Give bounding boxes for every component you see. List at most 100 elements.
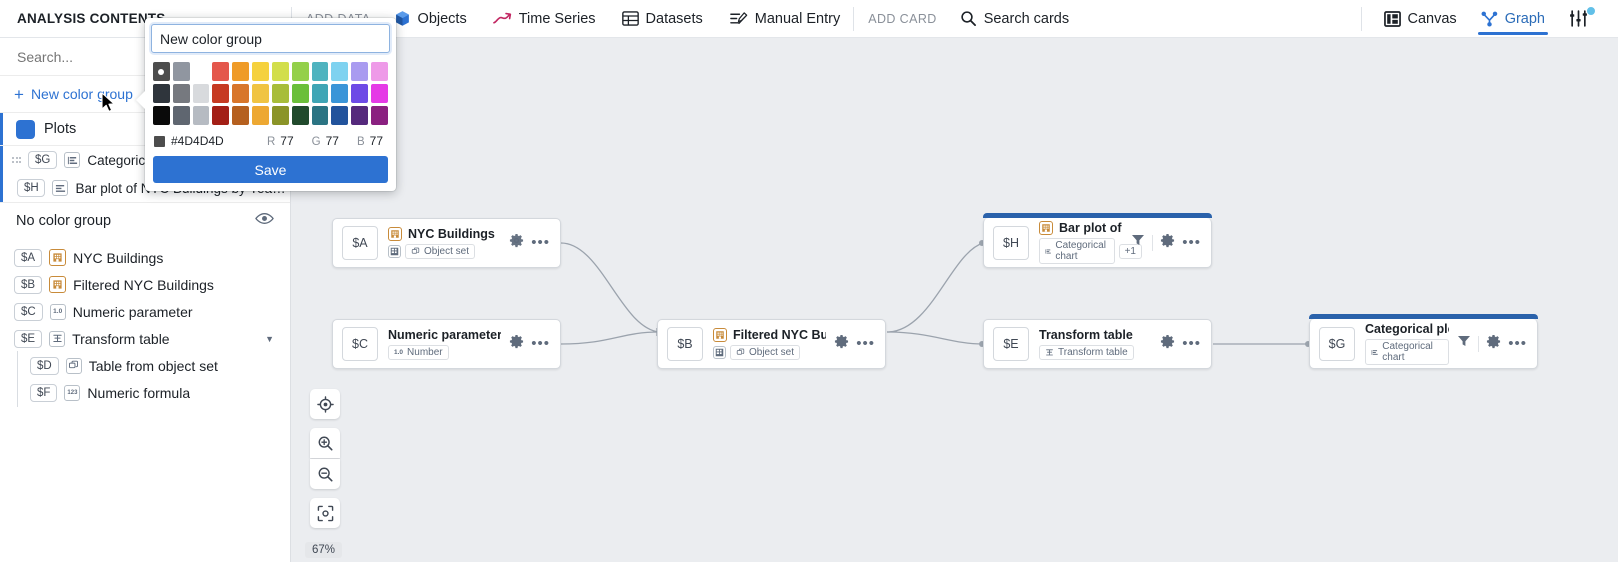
- object-pill-icon: [736, 348, 745, 355]
- list-item[interactable]: $C 1.0 Numeric parameter: [0, 298, 290, 325]
- node-title-row: Transform table: [1039, 328, 1152, 342]
- b-value: 77: [369, 134, 383, 148]
- list-item[interactable]: $D Table from object set: [0, 351, 290, 380]
- color-swatch[interactable]: [271, 84, 289, 103]
- list-item-label: Numeric parameter: [72, 303, 193, 320]
- color-swatch[interactable]: [192, 106, 210, 125]
- zoom-out-button[interactable]: [310, 459, 340, 489]
- more-options-icon[interactable]: •••: [1182, 233, 1201, 251]
- color-swatch[interactable]: [212, 84, 230, 103]
- fit-to-screen-button[interactable]: [310, 498, 340, 528]
- graph-node-b[interactable]: $B Filtered NYC Buildings Object set: [657, 319, 886, 369]
- graph-canvas[interactable]: $A NYC Buildings Object set: [291, 38, 1618, 562]
- gear-icon[interactable]: [1160, 233, 1175, 253]
- filter-icon[interactable]: [1131, 233, 1145, 252]
- color-swatch[interactable]: [291, 62, 309, 81]
- graph-node-e[interactable]: $E Transform table Transform table •••: [983, 319, 1212, 369]
- color-swatch[interactable]: [371, 106, 388, 125]
- color-swatch[interactable]: [252, 106, 269, 125]
- gear-icon[interactable]: [834, 334, 849, 354]
- tab-graph[interactable]: Graph: [1469, 0, 1557, 38]
- list-item-label: Table from object set: [88, 357, 218, 374]
- action-divider: [1478, 335, 1480, 352]
- color-swatch[interactable]: [311, 62, 329, 81]
- color-swatch[interactable]: [212, 106, 230, 125]
- color-swatch[interactable]: [212, 62, 230, 81]
- color-swatch[interactable]: [291, 106, 309, 125]
- color-swatch[interactable]: [192, 84, 210, 103]
- list-item[interactable]: $F 123 Numeric formula: [0, 378, 290, 407]
- toolbar-datasets-button[interactable]: Datasets: [609, 0, 716, 38]
- table-icon: [388, 245, 401, 258]
- list-item[interactable]: $A NYC Buildings: [0, 244, 290, 271]
- color-swatch[interactable]: [172, 62, 190, 81]
- gear-icon[interactable]: [509, 334, 524, 354]
- toolbar-objects-button[interactable]: Objects: [381, 0, 480, 38]
- color-swatch[interactable]: [232, 106, 250, 125]
- toolbar-manual-entry-button[interactable]: Manual Entry: [716, 0, 853, 38]
- settings-sliders-button[interactable]: [1557, 0, 1604, 38]
- color-swatch[interactable]: [153, 84, 170, 103]
- color-swatch[interactable]: [232, 62, 250, 81]
- color-swatch[interactable]: [16, 119, 35, 139]
- list-item[interactable]: $H Bar plot of NYC Buildings by Year …: [0, 174, 290, 202]
- color-swatch[interactable]: [291, 84, 309, 103]
- search-cards-button[interactable]: Search cards: [947, 0, 1082, 38]
- color-swatch[interactable]: [232, 84, 250, 103]
- node-title-row: Categorical plot from tra…: [1365, 322, 1449, 336]
- color-swatch[interactable]: [271, 62, 289, 81]
- graph-node-h[interactable]: $H Bar plot of NYC Build… Categorical ch…: [983, 213, 1212, 268]
- more-options-icon[interactable]: •••: [531, 234, 550, 251]
- add-card-label[interactable]: ADD CARD: [868, 11, 937, 26]
- color-swatch[interactable]: [252, 84, 269, 103]
- variable-tag: $G: [28, 151, 58, 169]
- graph-node-c[interactable]: $C Numeric parameter 1.0 Number •••: [332, 319, 561, 369]
- color-swatch[interactable]: [172, 106, 190, 125]
- chevron-down-icon[interactable]: ▼: [265, 333, 274, 344]
- graph-node-a[interactable]: $A NYC Buildings Object set: [332, 218, 561, 268]
- drag-handle-icon[interactable]: [12, 157, 21, 163]
- node-type-label: Transform table: [1058, 347, 1128, 358]
- gear-icon[interactable]: [1486, 334, 1501, 354]
- node-body: Numeric parameter 1.0 Number: [388, 328, 501, 360]
- color-swatch[interactable]: [311, 84, 329, 103]
- gear-icon[interactable]: [509, 233, 524, 253]
- tab-canvas[interactable]: Canvas: [1372, 0, 1469, 38]
- color-swatch[interactable]: [153, 62, 170, 81]
- more-options-icon[interactable]: •••: [1508, 334, 1527, 352]
- object-set-icon: [49, 276, 67, 293]
- more-options-icon[interactable]: •••: [856, 335, 875, 352]
- color-swatch[interactable]: [351, 106, 369, 125]
- graph-node-g[interactable]: $G Categorical plot from tra… Categorica…: [1309, 314, 1538, 369]
- color-swatch[interactable]: [351, 62, 369, 81]
- color-swatch[interactable]: [371, 62, 388, 81]
- color-swatch[interactable]: [311, 106, 329, 125]
- color-swatch[interactable]: [331, 106, 349, 125]
- eye-icon[interactable]: [255, 212, 274, 230]
- recenter-button[interactable]: [310, 389, 340, 419]
- color-swatch[interactable]: [252, 62, 269, 81]
- more-options-icon[interactable]: •••: [531, 335, 550, 352]
- list-item[interactable]: $B Filtered NYC Buildings: [0, 271, 290, 298]
- node-type-pill: Object set: [405, 244, 476, 259]
- list-item[interactable]: $E Transform table ▼: [0, 325, 290, 352]
- more-options-icon[interactable]: •••: [1182, 335, 1201, 352]
- color-swatch[interactable]: [172, 84, 190, 103]
- zoom-in-button[interactable]: [310, 428, 340, 458]
- color-swatch[interactable]: [371, 84, 388, 103]
- building-icon: [388, 227, 402, 241]
- toolbar-time-series-button[interactable]: Time Series: [480, 0, 609, 38]
- color-swatch[interactable]: [331, 62, 349, 81]
- color-swatch[interactable]: [271, 106, 289, 125]
- list-item[interactable]: $G Categorical plot from tra…: [0, 146, 290, 174]
- color-swatch[interactable]: [331, 84, 349, 103]
- color-swatch[interactable]: [351, 84, 369, 103]
- gear-icon[interactable]: [1160, 334, 1175, 354]
- save-button[interactable]: Save: [153, 156, 388, 183]
- filter-icon[interactable]: [1457, 334, 1471, 353]
- node-actions: •••: [1457, 334, 1527, 354]
- color-group-name-input[interactable]: [151, 24, 390, 53]
- node-body: NYC Buildings Object set: [388, 227, 501, 259]
- color-swatch[interactable]: [153, 106, 170, 125]
- list-item-label: Numeric formula: [87, 384, 191, 401]
